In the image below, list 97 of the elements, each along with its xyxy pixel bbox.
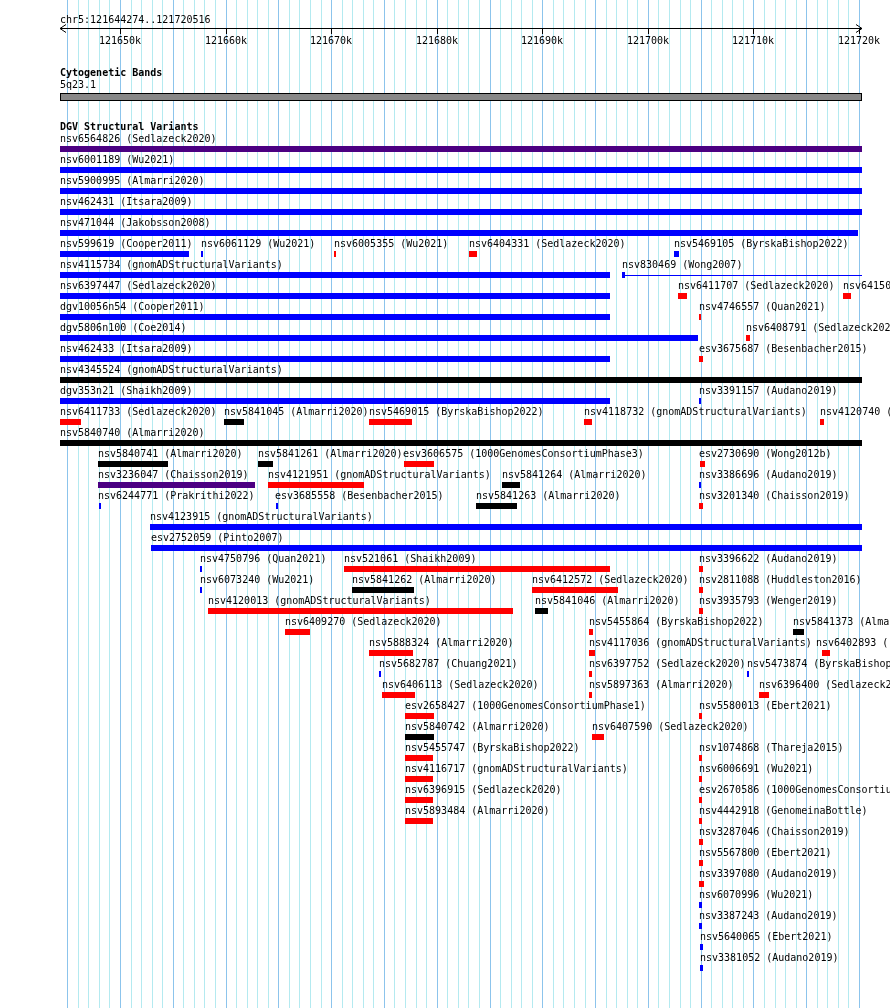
variant-label: nsv4345524 (gnomADStructuralVariants) (60, 364, 283, 376)
variant-label: nsv4118732 (gnomADStructuralVariants) (584, 406, 807, 418)
variant-label: nsv6411733 (Sedlazeck2020) (60, 406, 217, 418)
variant-label: nsv6409270 (Sedlazeck2020) (285, 616, 442, 628)
tick-label: 121710k (731, 35, 775, 47)
variant-label: nsv6005355 (Wu2021) (334, 238, 449, 250)
variant-label: nsv5567800 (Ebert2021) (699, 847, 832, 859)
band-name: 5q23.1 (60, 79, 97, 91)
tick-label: 121660k (204, 35, 248, 47)
tick-label: 121720k (837, 35, 881, 47)
variant-label: nsv5640065 (Ebert2021) (700, 931, 833, 943)
variant-label: nsv6070996 (Wu2021) (699, 889, 814, 901)
variant-label: nsv5893484 (Almarri2020) (405, 805, 550, 817)
variant-label: nsv6406113 (Sedlazeck2020) (382, 679, 539, 691)
variant-label: nsv5841264 (Almarri2020) (502, 469, 647, 481)
variant-label: nsv6397752 (Sedlazeck2020) (589, 658, 746, 670)
variant-label: nsv6061129 (Wu2021) (201, 238, 316, 250)
variant-label: nsv5473874 (ByrskaBishop (747, 658, 890, 670)
variant-label: nsv5580013 (Ebert2021) (699, 700, 832, 712)
variant-label: nsv5469015 (ByrskaBishop2022) (369, 406, 544, 418)
tick-label: 121700k (626, 35, 670, 47)
variant-label: nsv4123915 (gnomADStructuralVariants) (150, 511, 373, 523)
variant-label: nsv4120013 (gnomADStructuralVariants) (208, 595, 431, 607)
tick-label: 121670k (309, 35, 353, 47)
variant-label: nsv3397080 (Audano2019) (699, 868, 838, 880)
variant-label: nsv4442918 (GenomeinaBottle) (699, 805, 868, 817)
variant-label: nsv6402893 ( (816, 637, 889, 649)
variant-label: nsv5888324 (Almarri2020) (369, 637, 514, 649)
variant-label: nsv5897363 (Almarri2020) (589, 679, 734, 691)
variant-label: nsv4117036 (gnomADStructuralVariants) (589, 637, 812, 649)
variant-label: nsv5841045 (Almarri2020) (224, 406, 369, 418)
variant-label: esv3606575 (1000GenomesConsortiumPhase3) (403, 448, 644, 460)
variant-label: nsv6404331 (Sedlazeck2020) (469, 238, 626, 250)
variant-label: nsv64150 (843, 280, 890, 292)
variant-label: nsv6407590 (Sedlazeck2020) (592, 721, 749, 733)
variant-label: nsv6411707 (Sedlazeck2020) (678, 280, 835, 292)
variant-label: nsv5841373 (Alma (793, 616, 890, 628)
variant-label: nsv6006691 (Wu2021) (699, 763, 814, 775)
variant-label: dgv353n21 (Shaikh2009) (60, 385, 193, 397)
tick-label: 121680k (415, 35, 459, 47)
variant-label: nsv4121951 (gnomADStructuralVariants) (268, 469, 491, 481)
variant-label: nsv3381052 (Audano2019) (700, 952, 839, 964)
variant-label: nsv5841261 (Almarri2020) (258, 448, 403, 460)
variant-label: nsv6244771 (Prakrithi2022) (98, 490, 255, 502)
variant-label: esv2752059 (Pinto2007) (151, 532, 284, 544)
variant-label: nsv6001189 (Wu2021) (60, 154, 175, 166)
variant-label: nsv4746557 (Quan2021) (699, 301, 826, 313)
variant-label: nsv5469105 (ByrskaBishop2022) (674, 238, 849, 250)
variant-label: nsv5841263 (Almarri2020) (476, 490, 621, 502)
variant-label: nsv462431 (Itsara2009) (60, 196, 193, 208)
variant-label: nsv5841046 (Almarri2020) (535, 595, 680, 607)
variant-label: nsv6396915 (Sedlazeck2020) (405, 784, 562, 796)
variant-label: nsv471044 (Jakobsson2008) (60, 217, 211, 229)
variant-label: nsv3391157 (Audano2019) (699, 385, 838, 397)
variant-label: esv2658427 (1000GenomesConsortiumPhase1) (405, 700, 646, 712)
variant-label: nsv5840741 (Almarri2020) (98, 448, 243, 460)
variant-label: nsv2811088 (Huddleston2016) (699, 574, 862, 586)
variant-label: nsv3201340 (Chaisson2019) (699, 490, 850, 502)
variant-label: nsv5840740 (Almarri2020) (60, 427, 205, 439)
tick-label: 121690k (520, 35, 564, 47)
variant-label: nsv4116717 (gnomADStructuralVariants) (405, 763, 628, 775)
variant-label: dgv10056n54 (Cooper2011) (60, 301, 205, 313)
variant-label: nsv5900995 (Almarri2020) (60, 175, 205, 187)
variant-label: esv2670586 (1000GenomesConsortiu (699, 784, 890, 796)
variant-label: esv2730690 (Wong2012b) (699, 448, 832, 460)
variant-label: nsv599619 (Cooper2011) (60, 238, 193, 250)
variant-label: nsv830469 (Wong2007) (622, 259, 743, 271)
variant-label: nsv5455864 (ByrskaBishop2022) (589, 616, 764, 628)
variant-label: nsv3386696 (Audano2019) (699, 469, 838, 481)
variant-label: nsv4115734 (gnomADStructuralVariants) (60, 259, 283, 271)
track-title: Cytogenetic Bands (60, 67, 163, 79)
variant-label: nsv6397447 (Sedlazeck2020) (60, 280, 217, 292)
variant-label: nsv4120740 ( (820, 406, 890, 418)
coordinate-range: chr5:121644274..121720516 (60, 14, 211, 26)
variant-label: nsv521061 (Shaikh2009) (344, 553, 477, 565)
variant-label: nsv3935793 (Wenger2019) (699, 595, 838, 607)
variant-label: nsv3236047 (Chaisson2019) (98, 469, 249, 481)
variant-label: nsv5455747 (ByrskaBishop2022) (405, 742, 580, 754)
variant-label: nsv5682787 (Chuang2021) (379, 658, 518, 670)
variant-label: nsv5840742 (Almarri2020) (405, 721, 550, 733)
variant-label: nsv6408791 (Sedlazeck202 (746, 322, 890, 334)
variant-label: nsv462433 (Itsara2009) (60, 343, 193, 355)
variant-label: nsv3287046 (Chaisson2019) (699, 826, 850, 838)
variant-label: esv3675687 (Besenbacher2015) (699, 343, 868, 355)
tick-label: 121650k (98, 35, 142, 47)
variant-label: nsv3387243 (Audano2019) (699, 910, 838, 922)
variant-label: nsv6412572 (Sedlazeck2020) (532, 574, 689, 586)
variant-label: nsv6564826 (Sedlazeck2020) (60, 133, 217, 145)
variant-label: nsv1074868 (Thareja2015) (699, 742, 844, 754)
variant-label: nsv6073240 (Wu2021) (200, 574, 315, 586)
variant-label: nsv3396622 (Audano2019) (699, 553, 838, 565)
variant-label: esv3685558 (Besenbacher2015) (275, 490, 444, 502)
variant-label: nsv4750796 (Quan2021) (200, 553, 327, 565)
track-title: DGV Structural Variants (60, 121, 199, 133)
variant-label: nsv5841262 (Almarri2020) (352, 574, 497, 586)
variant-label: dgv5806n100 (Coe2014) (60, 322, 187, 334)
variant-label: nsv6396400 (Sedlazeck2 (759, 679, 890, 691)
